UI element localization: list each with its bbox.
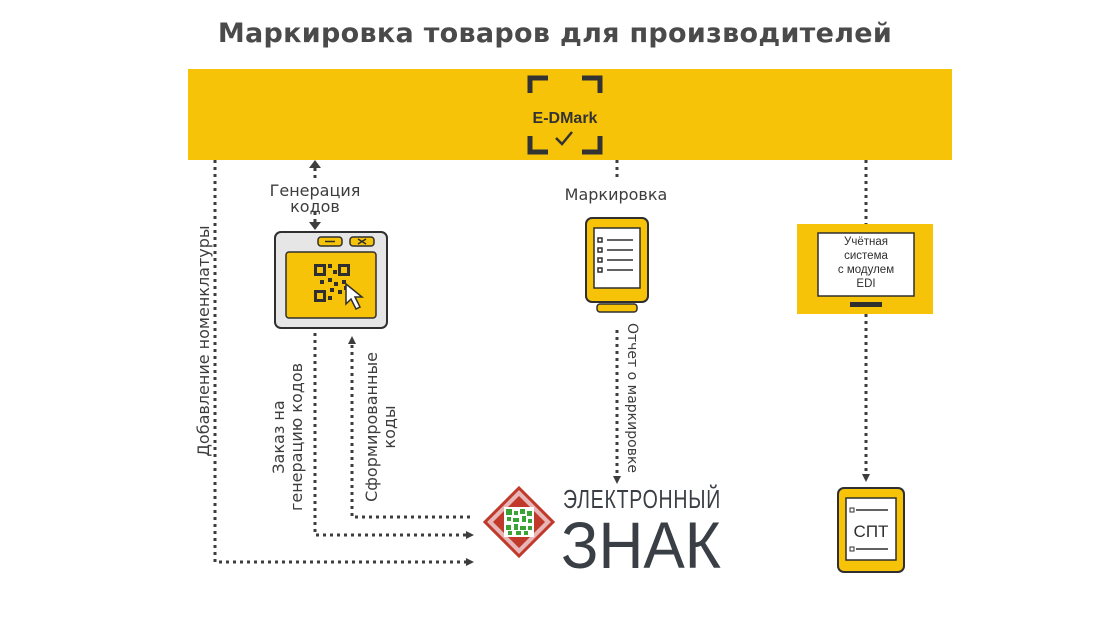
formed-label-line2: коды xyxy=(380,405,399,449)
accounting-line3: с модулем xyxy=(837,264,895,276)
accounting-line2: система xyxy=(844,250,888,262)
marking-label: Маркировка xyxy=(564,185,668,204)
formed-label-line1: Сформированные xyxy=(362,352,381,502)
marking-tablet-icon xyxy=(585,217,649,313)
znak-emblem xyxy=(482,485,556,559)
edmark-logo-text: E-DMark xyxy=(533,110,598,127)
generation-label-line2: кодов xyxy=(290,197,340,216)
accounting-monitor-icon xyxy=(797,224,933,314)
spt-label: СПТ xyxy=(854,522,889,541)
znak-title-line1: ЭЛЕКТРОННЫЙ xyxy=(563,484,721,514)
generation-label-line1: Генерация xyxy=(269,181,361,200)
order-label-line1: Заказ на xyxy=(269,400,288,474)
edmark-banner xyxy=(188,69,952,160)
report-label: Отчет о маркировке xyxy=(624,322,640,474)
formed-label: Сформированные коды xyxy=(362,352,399,502)
accounting-system-label: Учётная система с модулем EDI xyxy=(818,235,914,291)
generation-arrow-up xyxy=(309,160,321,168)
generation-arrow-down xyxy=(309,222,321,230)
connector-nomenclature xyxy=(213,160,474,566)
order-label: Заказ на генерацию кодов xyxy=(269,362,306,512)
generation-label: Генерация кодов xyxy=(255,183,375,215)
znak-title-line2: ЗНАК xyxy=(561,508,722,582)
order-label-line2: генерацию кодов xyxy=(287,362,306,512)
page-title: Маркировка товаров для производителей xyxy=(217,18,893,49)
spt-document-icon xyxy=(837,487,905,573)
qr-window-icon xyxy=(274,231,388,329)
connectors xyxy=(213,160,870,566)
nomenclature-label: Добавление номенклатуры xyxy=(194,225,213,457)
accounting-line4: EDI xyxy=(856,278,876,290)
edmark-logo xyxy=(527,75,603,155)
accounting-line1: Учётная xyxy=(844,236,888,248)
